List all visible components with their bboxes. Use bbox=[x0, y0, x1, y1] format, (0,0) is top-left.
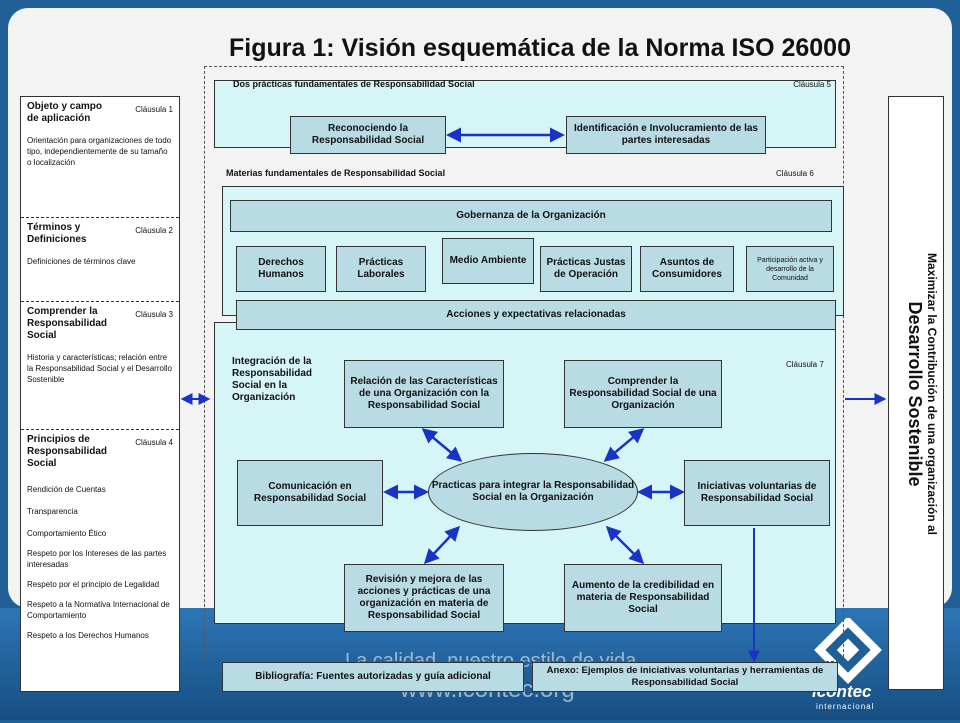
arrow-top-left bbox=[421, 428, 463, 462]
center-ellipse: Practicas para integrar la Responsabilid… bbox=[428, 453, 638, 531]
section6-header: Materias fundamentales de Responsabilida… bbox=[226, 168, 446, 178]
principle-item: Rendición de Cuentas bbox=[27, 485, 106, 494]
voluntary-initiatives-box: Iniciativas voluntarias de Responsabilid… bbox=[684, 460, 830, 526]
section7-header: Integración de la Responsabilidad Social… bbox=[232, 356, 313, 403]
principle-item: Respeto por el principio de Legalidad bbox=[27, 580, 160, 589]
understanding-box: Comprender la Responsabilidad Social de … bbox=[564, 360, 722, 428]
section6-clause: Cláusula 6 bbox=[776, 169, 814, 178]
clause-label: Cláusula 2 bbox=[135, 226, 173, 235]
annex-box: Anexo: Ejemplos de iniciativas voluntari… bbox=[532, 662, 838, 692]
principle-item: Transparencia bbox=[27, 507, 78, 516]
bibliography-box: Bibliografía: Fuentes autorizadas y guía… bbox=[222, 662, 524, 692]
section-heading: Comprender la Responsabilidad Social bbox=[27, 306, 108, 341]
recognizing-rs-box: Reconociendo la Responsabilidad Social bbox=[290, 116, 446, 154]
stakeholder-box: Identificación e Involucramiento de las … bbox=[566, 116, 766, 154]
subject-fair-operation: Prácticas Justas de Operación bbox=[540, 246, 632, 292]
section-text: Orientación para organizaciones de todo … bbox=[27, 136, 172, 167]
section7-clause: Cláusula 7 bbox=[786, 360, 824, 369]
section-text: Historia y características; relación ent… bbox=[27, 353, 172, 384]
principle-item: Respeto a los Derechos Humanos bbox=[27, 631, 149, 640]
section5-header: Dos prácticas fundamentales de Responsab… bbox=[233, 79, 475, 89]
principle-item: Comportamiento Ético bbox=[27, 529, 107, 538]
subject-labour: Prácticas Laborales bbox=[336, 246, 426, 292]
subject-community: Participación activa y desarrollo de la … bbox=[746, 246, 834, 292]
right-panel: Maximizar la Contribución de una organiz… bbox=[888, 96, 944, 690]
arrow-top-right bbox=[603, 428, 645, 462]
subject-environment: Medio Ambiente bbox=[442, 238, 534, 284]
brand-sub: internacional bbox=[816, 702, 875, 711]
principle-item: Respeto por los Intereses de las partes … bbox=[27, 549, 167, 569]
characteristics-box: Relación de las Características de una O… bbox=[344, 360, 504, 428]
page-title: Figura 1: Visión esquemática de la Norma… bbox=[228, 34, 851, 62]
governance-box: Gobernanza de la Organización bbox=[230, 200, 832, 232]
subject-consumers: Asuntos de Consumidores bbox=[640, 246, 734, 292]
clause-label: Cláusula 4 bbox=[135, 438, 173, 447]
dashed-frame bbox=[204, 66, 844, 662]
clause-label: Cláusula 1 bbox=[135, 105, 173, 114]
section-heading: Objeto y campo de aplicación bbox=[27, 101, 103, 124]
section-heading: Principios de Responsabilidad Social bbox=[27, 434, 108, 469]
credibility-box: Aumento de la credibilidad en materia de… bbox=[564, 564, 722, 632]
subject-human-rights: Derechos Humanos bbox=[236, 246, 326, 292]
arrow-bot-left bbox=[423, 525, 461, 565]
left-section-4: Principios de Responsabilidad Social Clá… bbox=[21, 429, 179, 693]
left-section-1: Objeto y campo de aplicación Cláusula 1 … bbox=[21, 97, 179, 217]
communication-box: Comunicación en Responsabilidad Social bbox=[237, 460, 383, 526]
left-section-3: Comprender la Responsabilidad Social Clá… bbox=[21, 301, 179, 429]
left-section-2: Términos y Definiciones Cláusula 2 Defin… bbox=[21, 217, 179, 301]
principle-item: Respeto a la Normativa Internacional de … bbox=[27, 600, 170, 620]
section-heading: Términos y Definiciones bbox=[27, 222, 87, 245]
clause-label: Cláusula 3 bbox=[135, 310, 173, 319]
section-text: Definiciones de términos clave bbox=[27, 257, 136, 266]
actions-box: Acciones y expectativas relacionadas bbox=[236, 300, 836, 330]
review-box: Revisión y mejora de las acciones y prác… bbox=[344, 564, 504, 632]
arrow-bot-right bbox=[605, 525, 645, 565]
section5-clause: Cláusula 5 bbox=[793, 80, 831, 89]
left-panel: Objeto y campo de aplicación Cláusula 1 … bbox=[20, 96, 180, 692]
